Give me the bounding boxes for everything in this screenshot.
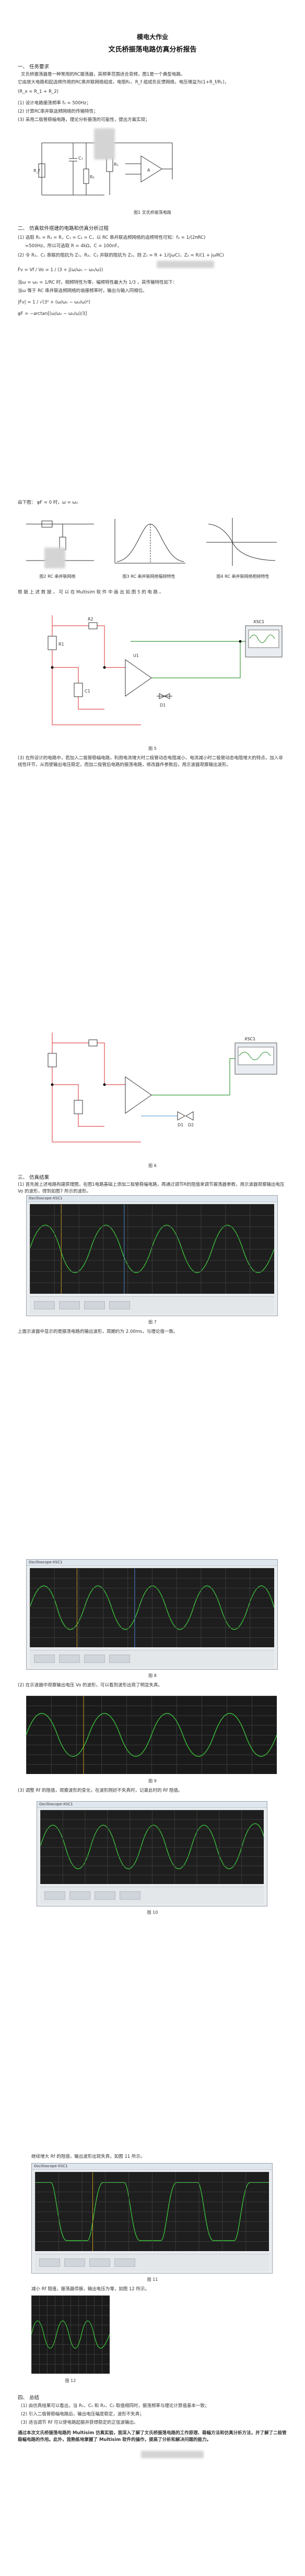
result-note: 上面示波器中显示的是振荡电路的输出波形，周期约为 2.00ms，与理论值一致。	[18, 1329, 178, 1334]
fig3-caption: 图3 RC 串并联网络幅频特性	[122, 574, 175, 579]
wien-bridge-circuit-figure: R_f C₁ R₂ R₁ A	[33, 142, 173, 196]
oscilloscope-controls	[40, 1887, 264, 1904]
section-4-heading: 四、 总结	[18, 2395, 40, 2401]
xsc1-label: XSC1	[253, 619, 264, 624]
result-item-5: 减小 Rf 阻值，振荡器停振，输出电压为零，如图 12 所示。	[31, 2287, 150, 2292]
multisim-circuit-fig5: XSC1 R1 R2 C1 U1 D1	[48, 615, 283, 725]
oscilloscope-screen	[40, 1810, 264, 1884]
phase-response-figure	[206, 518, 277, 566]
multisim-intro-line: 根 据 上 述 数 据 ， 可 以 在 Multisim 软 件 中 画 出 如…	[18, 590, 164, 595]
label-c1: C₁	[78, 156, 83, 161]
r1-label: R1	[58, 642, 64, 647]
section-2-heading: 二、 仿真软件搭建的电路和仿真分析过程	[18, 226, 109, 232]
xsc1-label-fig6: XSC1	[244, 1037, 255, 1041]
task-intro-line-2: 它由放大电路和起选频作用的RC串并联网络组成，电阻R₁、R_f 组成负反馈网络，…	[18, 80, 229, 85]
oscilloscope-titlebar: Oscilloscope-XSC1	[27, 1196, 277, 1202]
r2-label: R2	[88, 617, 93, 622]
oscilloscope-screen	[29, 1568, 275, 1647]
result-item-4: 继续增大 Rf 的阻值，输出波形出现失真，如图 11 所示。	[31, 2154, 145, 2159]
fig9-caption: 图 9	[148, 1779, 157, 1783]
oscilloscope-window-fig10: Oscilloscope-XSC1	[37, 1801, 267, 1906]
blurred-region	[157, 261, 214, 268]
task-item-3: (3) 采用二极管稳幅电路，理论分析振荡的可能性，提出方案实现；	[18, 117, 150, 123]
scope-screen-fig12	[31, 2295, 110, 2374]
diode-stabilization-paragraph: (3) 在所设计的电路中，若加入二极管稳幅电路，利用电流增大时二极管动态电阻减小…	[18, 756, 283, 768]
report-title: 文氏桥振荡电路仿真分析报告	[108, 46, 197, 54]
blurred-region	[141, 2451, 204, 2458]
oscilloscope-screen	[29, 1204, 275, 1294]
oscilloscope-titlebar: Oscilloscope-XSC1	[32, 2164, 272, 2170]
multisim-circuit-fig6: XSC1 D1 D2	[48, 1032, 277, 1143]
d1-label: D1	[160, 703, 166, 708]
oscilloscope-titlebar: Oscilloscope-XSC1	[37, 1802, 267, 1808]
task-item-2: (2) 计算RC串并联选频网络的传输特性；	[18, 109, 98, 114]
amplitude-response-figure	[114, 519, 185, 564]
phase-zero-line: 由下图： φF = 0 时，ω = ω₀	[18, 500, 78, 505]
transfer-function: Ḟv = Vf / Vo = 1 / (3 + j(ω/ω₀ − ω₀/ω))	[18, 268, 103, 273]
summary-item-2: (2) 引入二极管稳幅电路后，输出电压幅度稳定，波形不失真；	[21, 2412, 144, 2417]
u1-label: U1	[133, 653, 139, 658]
task-item-1: (1) 设计电路振荡频率 f₀ = 500Hz；	[18, 101, 91, 106]
fig8-caption: 图 8	[148, 1673, 157, 1678]
section-1-heading: 一、 任务要求	[18, 64, 50, 70]
oscilloscope-controls	[30, 1296, 274, 1314]
task-intro-line-1: 文氏桥振荡器是一种常用的RC振荡器，其频率范围适合音频，图1是一个典型电路。	[21, 72, 185, 77]
label-amp: A	[147, 168, 150, 173]
fig10-caption: 图 10	[147, 1910, 158, 1915]
d2-label-fig6: D2	[188, 1123, 194, 1127]
oscilloscope-titlebar: Oscilloscope-XSC1	[27, 1560, 277, 1566]
gain-formula: (R_x = R_1 + R_2)	[18, 89, 58, 94]
analysis-line-1: (1) 选取 R₁ = R₂ = R，C₁ = C₂ = C，以 RC 串并联选…	[18, 235, 206, 240]
fig1-caption: 图1 文氏桥振荡电路	[134, 210, 171, 215]
analysis-line-4: 当ω = ω₀ = 1/RC 时，相频特性为零，幅频特性最大为 1/3 ，其传输…	[18, 280, 178, 285]
result-item-2: (2) 在示波器中观察输出电压 Vo 的波形，可以看到波形出现了明显失真。	[18, 1683, 163, 1688]
phase-formula: φF = −arctan[(ω/ω₀ − ω₀/ω)/3]	[18, 311, 87, 317]
analysis-line-3: (2) 令 R₁、C₁ 串联的阻抗为 Z₁，R₂、C₂ 并联的阻抗为 Z₂，则 …	[18, 253, 224, 258]
result-item-3: (3) 调整 Rf 的阻值，观察波形的变化，在波形刚好不失真时，记录此时的 Rf…	[18, 1788, 183, 1793]
oscilloscope-window-fig8: Oscilloscope-XSC1	[26, 1559, 278, 1670]
label-r2: R₂	[90, 175, 95, 179]
magnitude-formula: |Ḟv| = 1 / √(3² + (ω/ω₀ − ω₀/ω)²)	[18, 300, 90, 305]
analysis-line-5: 当ω 等于 RC 串并联选频网络的谐振频率时，输出与输入同相位。	[18, 288, 147, 294]
oscilloscope-window-fig7: Oscilloscope-XSC1	[26, 1195, 278, 1316]
oscilloscope-controls	[30, 1650, 274, 1667]
fig2-caption: 图2 RC 串并联网络	[39, 574, 76, 579]
scope-screen-fig9	[26, 1696, 277, 1774]
d1-label-fig6: D1	[178, 1123, 183, 1127]
blurred-region	[44, 548, 65, 568]
fig12-caption: 图 12	[65, 2378, 76, 2383]
course-title: 模电大作业	[136, 33, 168, 41]
oscilloscope-controls	[35, 2254, 269, 2271]
section-3-heading: 三、 仿真结果	[18, 1175, 50, 1181]
fig5-caption: 图 5	[148, 746, 157, 751]
blurred-region	[94, 128, 115, 160]
analysis-line-2: =500Hz，所以可选取 R = 4kΩ，C = 100nF。	[25, 244, 122, 249]
result-item-1: (1) 首先按上述电路构建原理图，在图1电路基础上添加二极管稳幅电路，再通过调节…	[18, 1182, 285, 1194]
fig6-caption: 图 6	[148, 1163, 157, 1168]
fig4-caption: 图4 RC 串并联网络相频特性	[216, 574, 269, 579]
oscilloscope-window-fig11: Oscilloscope-XSC1	[31, 2163, 273, 2274]
label-rf: R_f	[33, 168, 40, 173]
label-r1: R₁	[114, 162, 119, 167]
summary-item-3: (3) 适当调节 Rf 可以使电路起振并获得稳定的正弦波输出。	[21, 2420, 138, 2425]
oscilloscope-screen	[35, 2172, 269, 2251]
summary-item-1: (1) 由仿真结果可以看出，当 R₁、C₁ 和 R₂、C₂ 取值相同时，振荡频率…	[21, 2403, 209, 2409]
conclusion-paragraph: 通过本次文氏桥振荡电路的 Multisim 仿真实验，我深入了解了文氏桥振荡电路…	[18, 2431, 287, 2443]
fig7-caption: 图 7	[148, 1320, 157, 1325]
fig11-caption: 图 11	[147, 2277, 158, 2282]
c1-label: C1	[85, 689, 90, 694]
